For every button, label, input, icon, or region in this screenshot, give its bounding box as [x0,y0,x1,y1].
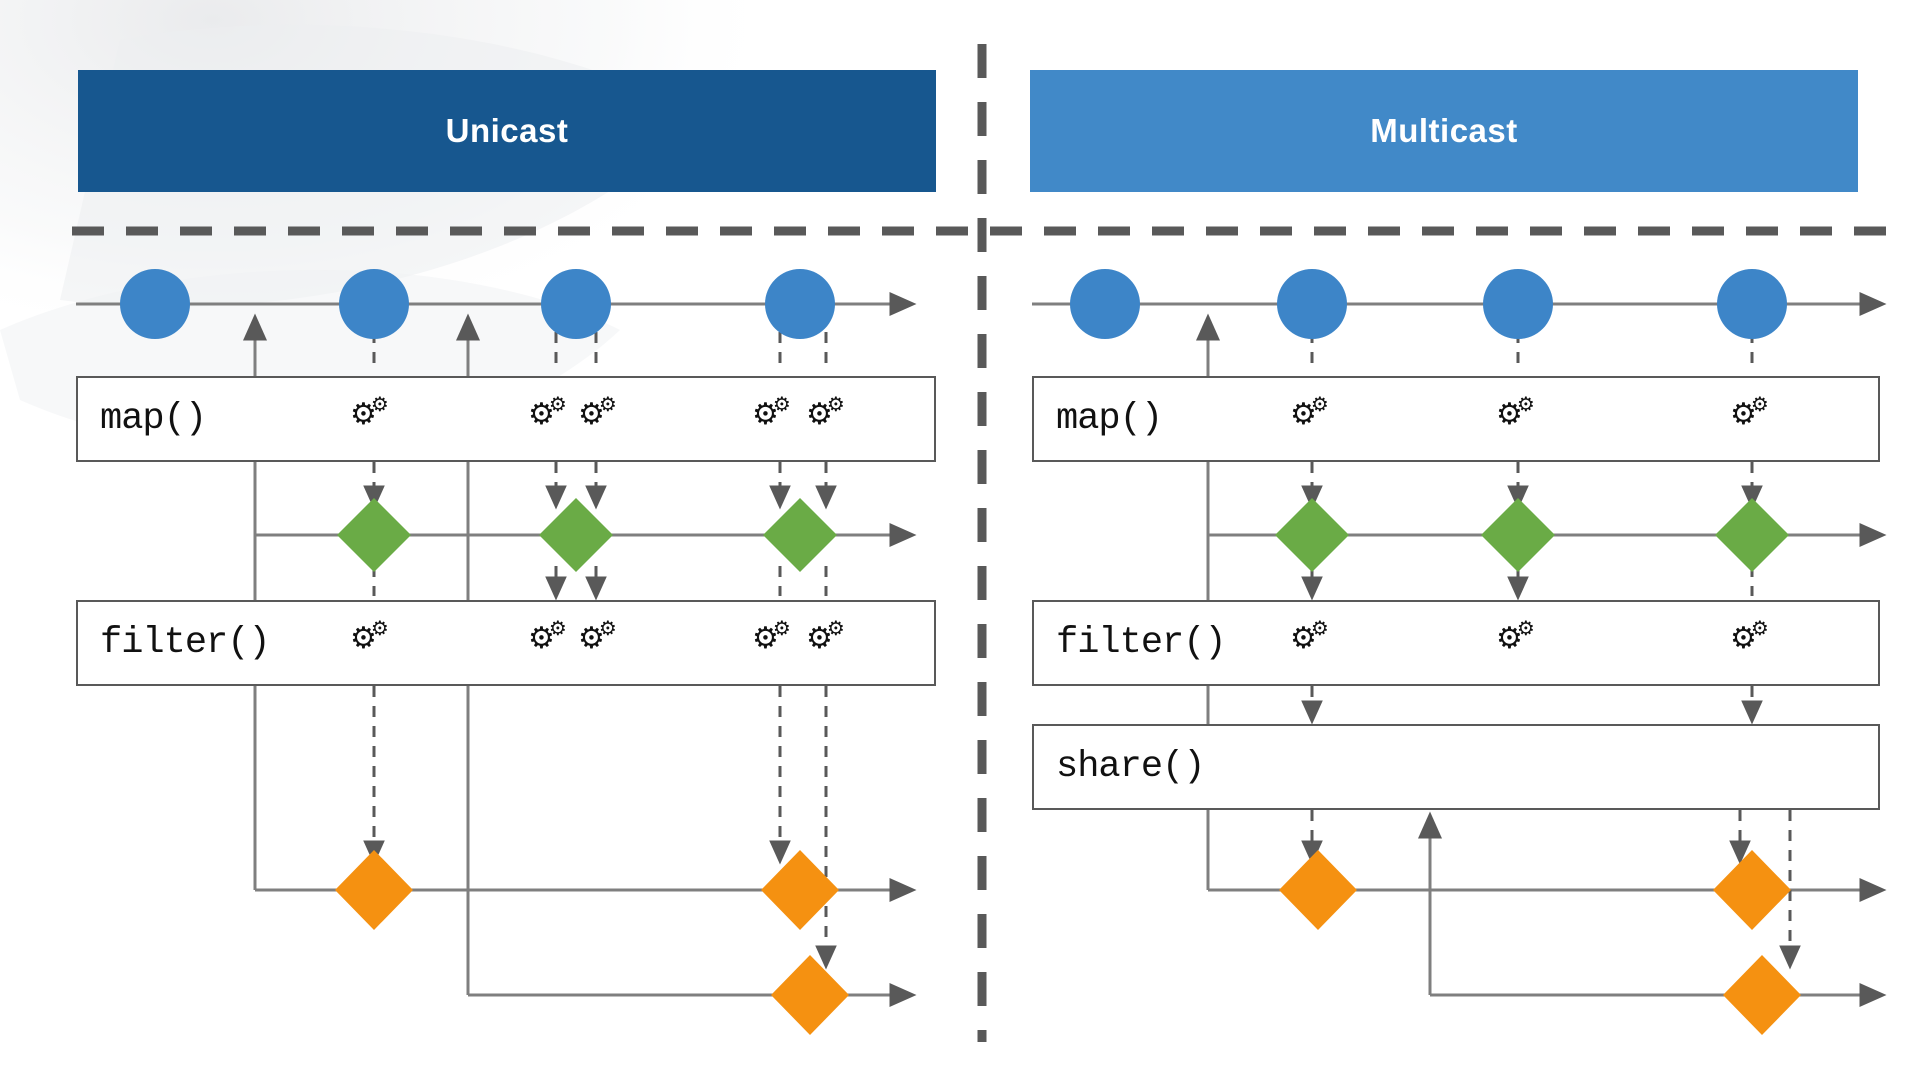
unicast-source-marbles [120,269,835,339]
gears-icon: ⚙⚙ [1290,618,1329,655]
gears-icon: ⚙⚙ [1730,618,1769,655]
gears-icon: ⚙⚙ [578,618,617,655]
gears-icon: ⚙⚙ [528,394,567,431]
panel-header-unicast-label: Unicast [445,112,569,149]
operator-box-multicast-share: share() [1032,724,1880,810]
unicast-flow-marble3 [545,332,607,601]
operator-label-filter: filter() [1056,622,1227,664]
gears-icon: ⚙⚙ [752,618,791,655]
unicast-mapped-marbles [337,498,837,572]
panel-header-multicast: Multicast [1030,70,1858,192]
operator-box-multicast-map: map() [1032,376,1880,462]
gears-icon: ⚙⚙ [752,394,791,431]
operator-label-filter: filter() [100,622,271,664]
gears-icon: ⚙⚙ [806,618,845,655]
multicast-mapped-marbles [1275,498,1789,572]
operator-label-map: map() [1056,398,1163,440]
gears-icon: ⚙⚙ [806,394,845,431]
unicast-flow-marble4 [769,332,837,970]
gears-icon: ⚙⚙ [528,618,567,655]
operator-box-multicast-filter: filter() [1032,600,1880,686]
multicast-filtered-marbles [1279,850,1801,1035]
panel-header-multicast-label: Multicast [1370,112,1518,149]
gears-icon: ⚙⚙ [1496,394,1535,431]
unicast-filtered-marbles [335,850,849,1035]
gears-icon: ⚙⚙ [1496,618,1535,655]
operator-label-share: share() [1056,746,1205,788]
panel-header-unicast: Unicast [78,70,936,192]
operator-label-map: map() [100,398,207,440]
gears-icon: ⚙⚙ [578,394,617,431]
gears-icon: ⚙⚙ [350,618,389,655]
operator-box-unicast-filter: filter() [76,600,936,686]
gears-icon: ⚙⚙ [1730,394,1769,431]
gears-icon: ⚙⚙ [1290,394,1329,431]
multicast-source-marbles [1070,269,1787,339]
gears-icon: ⚙⚙ [350,394,389,431]
operator-box-unicast-map: map() [76,376,936,462]
